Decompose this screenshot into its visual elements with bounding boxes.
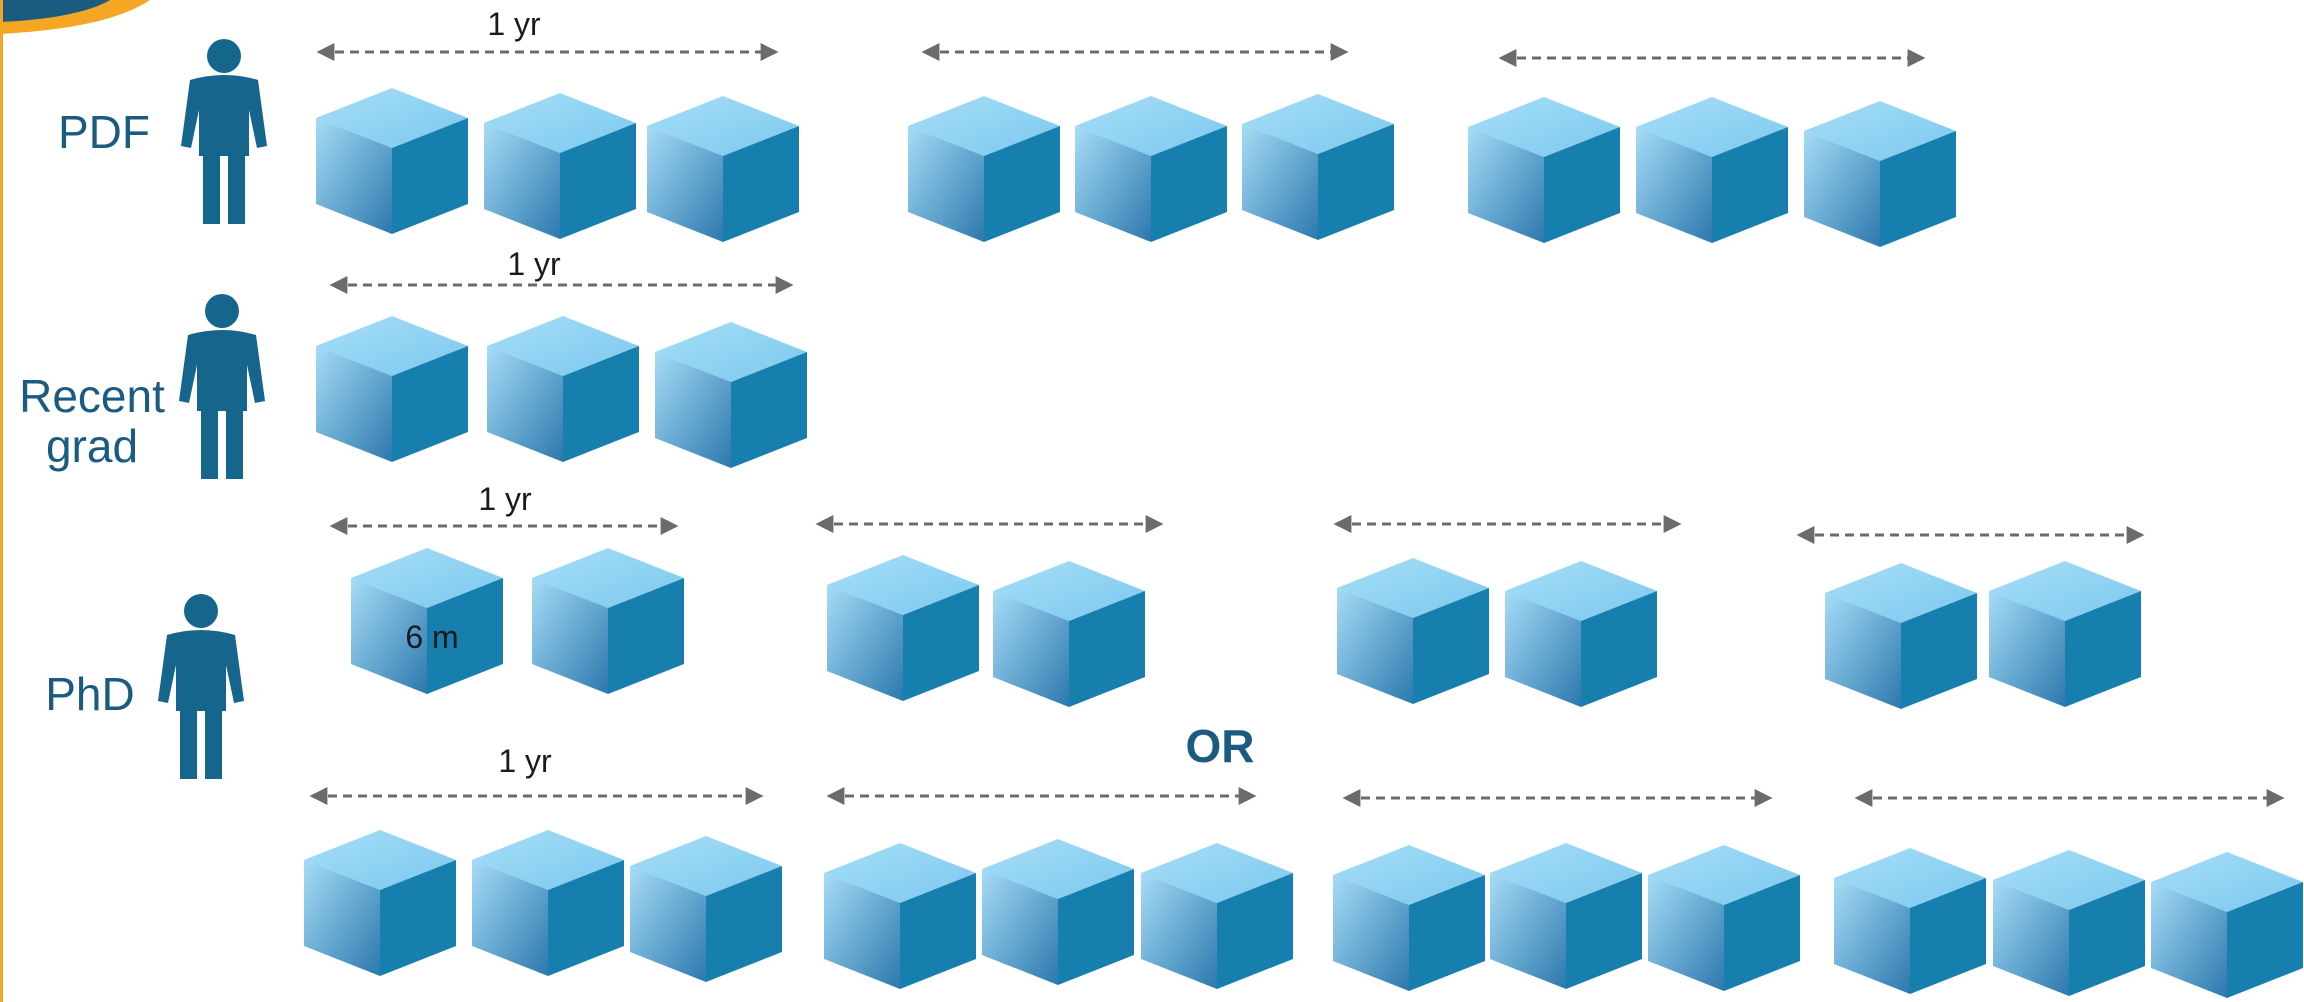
cube-icon (908, 96, 1060, 242)
cube-icon (316, 88, 468, 234)
cube-icon (472, 830, 624, 976)
span-label-recent-grad: 1 yr (507, 246, 561, 282)
span-label-phd-b: 1 yr (498, 743, 552, 779)
cube-icon (2151, 852, 2303, 998)
cube-icon (1490, 843, 1642, 989)
person-icon-recent-grad (179, 294, 265, 479)
cube-icon (647, 96, 799, 242)
cube-icon (1825, 563, 1977, 709)
cube-icon (827, 555, 979, 701)
row-label-recent-grad-line1: Recent (19, 370, 165, 422)
cube-icon (1141, 843, 1293, 989)
cube-icon (1804, 101, 1956, 247)
cube-icon (1989, 561, 2141, 707)
cubes-layer (304, 88, 2303, 998)
cube-icon (630, 836, 782, 982)
cube-icon (1075, 96, 1227, 242)
cube-icon (316, 316, 468, 462)
cube-icon (484, 93, 636, 239)
cube-icon (1242, 94, 1394, 240)
row-label-phd: PhD (45, 668, 134, 720)
cube-icon (1648, 845, 1800, 991)
or-separator: OR (1186, 720, 1255, 772)
cube-icon (1468, 97, 1620, 243)
cube-icon (1505, 561, 1657, 707)
cube-icon (1636, 97, 1788, 243)
cube-icon (824, 843, 976, 989)
cube-icon (532, 548, 684, 694)
cube-icon (487, 316, 639, 462)
cube-icon (1834, 848, 1986, 994)
cube-note-6m: 6 m (405, 619, 458, 655)
cube-icon (304, 830, 456, 976)
person-icon-phd (158, 594, 244, 779)
figures-layer (158, 39, 267, 779)
span-label-pdf: 1 yr (487, 6, 541, 42)
row-label-recent-grad-line2: grad (46, 420, 138, 472)
cube-icon (982, 839, 1134, 985)
cube-icon (1337, 558, 1489, 704)
span-label-phd-a: 1 yr (478, 481, 532, 517)
person-icon-pdf (181, 39, 267, 224)
cube-icon (1993, 850, 2145, 996)
cube-icon (655, 322, 807, 468)
cube-icon (993, 561, 1145, 707)
row-label-pdf: PDF (58, 106, 150, 158)
cube-icon (1333, 845, 1485, 991)
